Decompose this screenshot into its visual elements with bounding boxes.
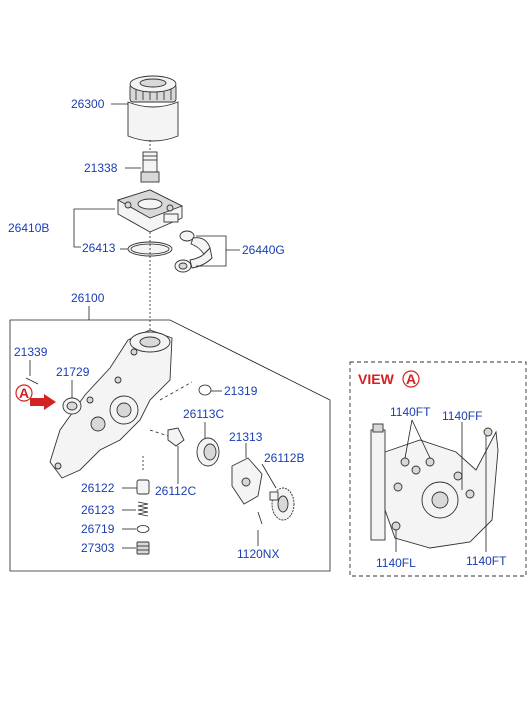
leader-26440G — [196, 235, 240, 251]
o-ring — [198, 384, 212, 396]
label-1140FF: 1140FF — [442, 409, 482, 423]
relief-plug — [136, 541, 150, 555]
label-21319: 21319 — [224, 384, 258, 398]
label-26100: 26100 — [71, 291, 105, 305]
label-26300: 26300 — [71, 97, 105, 111]
label-21338: 21338 — [84, 161, 118, 175]
view-a-pump-front — [370, 423, 499, 549]
label-21729: 21729 — [56, 365, 90, 379]
leader-26410B — [73, 208, 115, 228]
pump-assembly-frame — [9, 319, 331, 572]
relief-washer — [136, 525, 150, 533]
dowel-pin — [25, 377, 39, 385]
view-a-title-marker — [402, 370, 420, 388]
label-27303: 27303 — [81, 541, 115, 555]
view-a-title-letter: A — [406, 371, 416, 387]
label-1140FT-bottom: 1140FT — [466, 554, 507, 568]
label-1120NX: 1120NX — [237, 547, 279, 561]
inner-rotor — [167, 427, 185, 447]
relief-spring — [137, 501, 149, 517]
relief-plunger — [136, 479, 150, 495]
label-21339: 21339 — [14, 345, 48, 359]
label-26440G: 26440G — [242, 243, 285, 257]
flange-bolt — [257, 511, 263, 525]
view-a-marker-letter: A — [19, 385, 29, 401]
label-1140FL: 1140FL — [376, 556, 416, 570]
label-26112B: 26112B — [264, 451, 304, 465]
label-26410B: 26410B — [8, 221, 49, 235]
filter-housing — [116, 189, 184, 233]
view-a-marker — [15, 384, 33, 402]
label-26719: 26719 — [81, 522, 115, 536]
label-26413: 26413 — [82, 241, 116, 255]
view-direction-arrow — [30, 394, 56, 410]
label-26113C: 26113C — [183, 407, 224, 421]
label-21313: 21313 — [229, 430, 263, 444]
hose-fittings — [174, 230, 213, 273]
pump-cover — [231, 457, 263, 505]
oil-pump-body — [49, 329, 173, 479]
view-a-title: VIEW — [358, 371, 395, 387]
outer-rotor — [196, 437, 220, 467]
drive-sprocket — [269, 487, 295, 521]
label-26122: 26122 — [81, 481, 115, 495]
leader-1140FT-top — [404, 419, 413, 459]
leader-26112B — [261, 463, 277, 489]
oil-filter — [127, 75, 179, 142]
label-26123: 26123 — [81, 503, 115, 517]
view-a-panel — [349, 361, 527, 577]
label-26112C: 26112C — [155, 484, 196, 498]
filter-nipple — [140, 151, 160, 183]
label-1140FT-top: 1140FT — [390, 405, 431, 419]
